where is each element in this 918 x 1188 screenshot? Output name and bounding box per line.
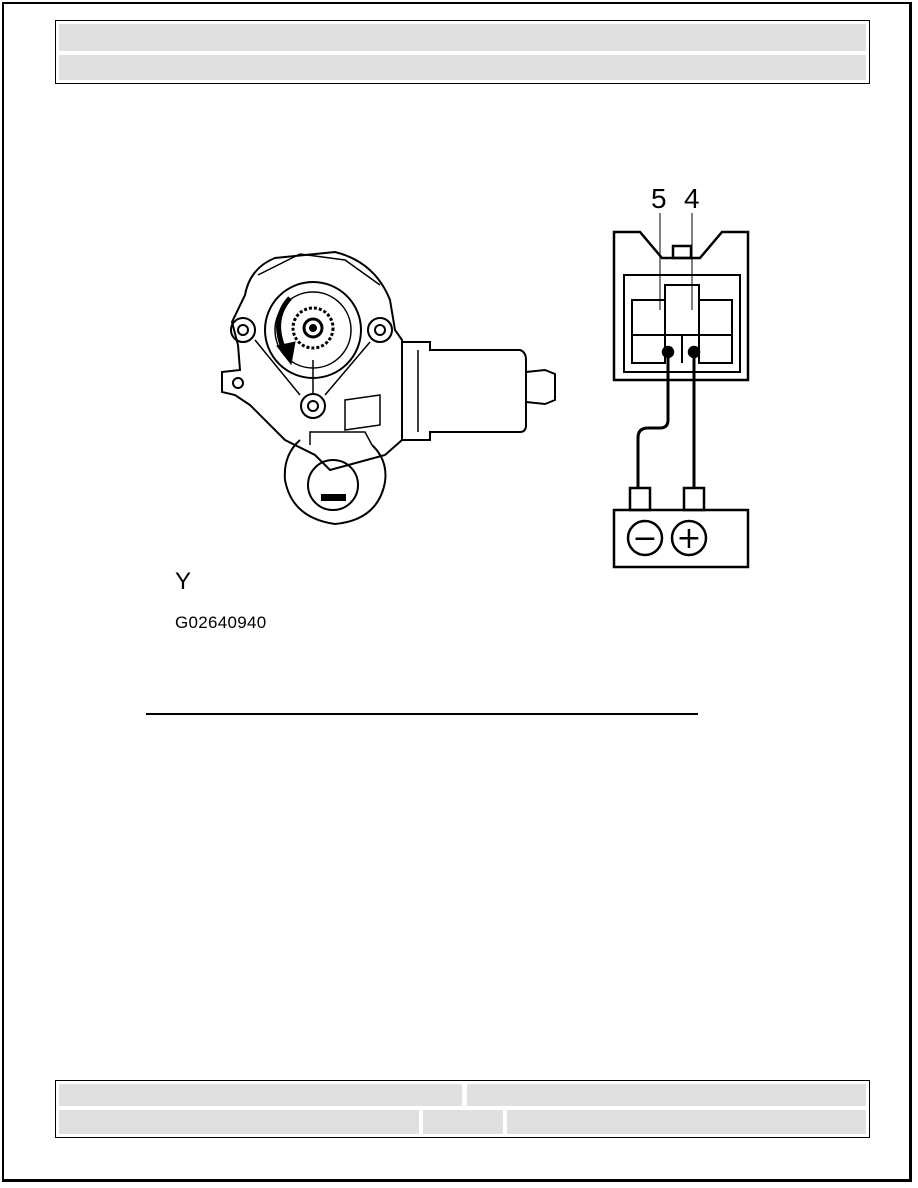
footer-cell-row1-left [59, 1084, 462, 1106]
battery-positive-symbol: + [676, 521, 701, 556]
figure-code: G02640940 [175, 613, 267, 632]
footer-cell-row2-right [507, 1110, 866, 1134]
motor-wiring-figure: 5 4 − + [221, 183, 750, 569]
battery-drawing [612, 486, 750, 569]
footer-cell-row2-left [59, 1110, 419, 1134]
footer-cell-row2-middle [423, 1110, 503, 1134]
document-header [55, 20, 870, 84]
power-window-motor-drawing [221, 250, 556, 526]
header-title-bar [59, 24, 866, 51]
battery-negative-symbol: − [632, 521, 657, 556]
figure-callout-letter: Y [175, 568, 192, 595]
terminal-label-5: 5 [651, 183, 667, 214]
header-subtitle-bar [59, 55, 866, 80]
connector-drawing [612, 213, 750, 382]
test-leads [636, 352, 696, 488]
footer-cell-row1-right [467, 1084, 866, 1106]
terminal-label-4: 4 [684, 183, 700, 214]
section-divider [146, 713, 698, 715]
document-footer [55, 1080, 870, 1138]
